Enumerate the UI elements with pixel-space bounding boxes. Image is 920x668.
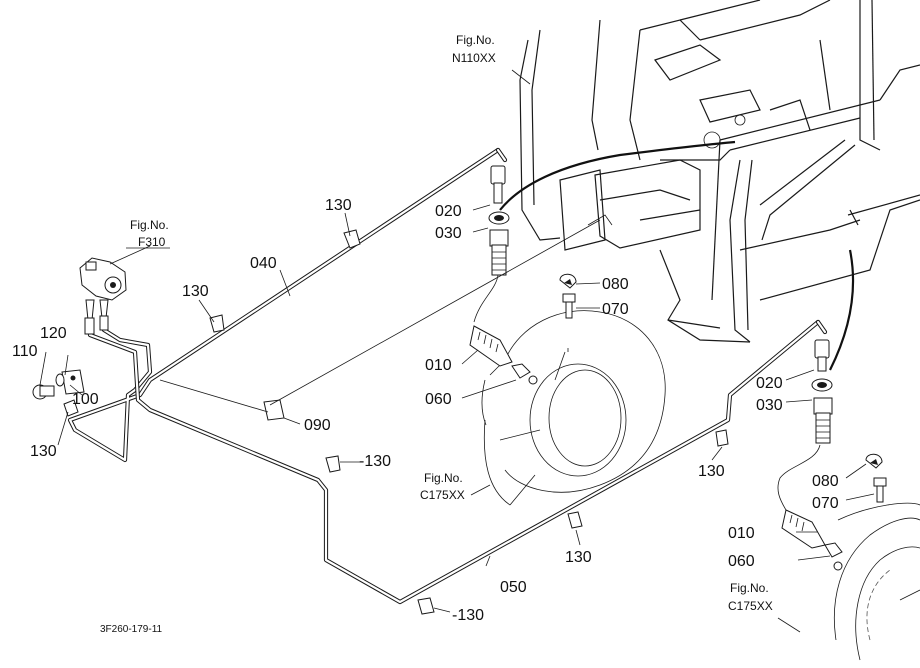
banjo-080-right — [865, 453, 883, 469]
drawing-code: 3F260-179-11 — [100, 624, 163, 635]
brake-hose-right — [829, 249, 855, 371]
brake-pipe-050 — [87, 319, 821, 605]
part-label-130-f: 130 — [565, 549, 592, 566]
fig-ref-c175xx-b-line2: C175XX — [728, 599, 773, 613]
fig-ref-c175xx-b-line1: Fig.No. — [730, 581, 769, 595]
part-label-130-e: 130 — [698, 463, 725, 480]
part-label-030-right: 030 — [756, 397, 783, 414]
brake-hose-left — [499, 140, 736, 211]
master-cylinder — [79, 257, 127, 335]
part-label-020-left: 020 — [435, 203, 462, 220]
part-label-060-left: 060 — [425, 391, 452, 408]
part-label-080-right: 080 — [812, 473, 839, 490]
part-label-130-d: -130 — [359, 453, 391, 470]
banjo-080-left — [559, 273, 577, 289]
fig-ref-n110xx-line1: Fig.No. — [456, 33, 495, 47]
fig-ref-f310-line2: F310 — [138, 235, 166, 249]
rear-tire-left — [481, 310, 666, 506]
part-label-060-right: 060 — [728, 553, 755, 570]
cylinder-010-left — [469, 325, 513, 367]
hose-end-right — [813, 397, 833, 444]
part-label-070-left: 070 — [602, 301, 629, 318]
rear-tire-right — [833, 502, 920, 661]
part-label-130-g: -130 — [452, 607, 484, 624]
part-label-030-left: 030 — [435, 225, 462, 242]
part-label-080-left: 080 — [602, 276, 629, 293]
bolt-070-right — [873, 477, 887, 503]
part-label-010-right: 010 — [728, 525, 755, 542]
part-label-070-right: 070 — [812, 495, 839, 512]
bolt-070-left — [562, 293, 576, 319]
part-label-130-b: 130 — [182, 283, 209, 300]
part-label-010-left: 010 — [425, 357, 452, 374]
fig-ref-f310-line1: Fig.No. — [130, 218, 169, 232]
union-020-right — [814, 339, 830, 372]
part-label-130-c: 130 — [30, 443, 57, 460]
hose-end-left — [489, 229, 509, 276]
part-label-020-right: 020 — [756, 375, 783, 392]
bleeder-060-left — [511, 363, 538, 385]
part-label-090: 090 — [304, 417, 331, 434]
bleeder-060-right — [824, 542, 843, 571]
washer-030-left — [488, 211, 510, 225]
part-label-130-a: 130 — [325, 197, 352, 214]
washer-030-right — [811, 378, 833, 392]
part-label-040: 040 — [250, 255, 277, 272]
clip-130 — [63, 229, 729, 615]
part-label-100: 100 — [72, 391, 99, 408]
washer-120 — [55, 373, 65, 387]
rops-frame — [519, 0, 920, 343]
fig-ref-n110xx-line2: N110XX — [452, 51, 496, 65]
fig-ref-c175xx-a-line1: Fig.No. — [424, 471, 463, 485]
bolt-110 — [32, 384, 55, 400]
cylinder-010-right — [781, 509, 826, 549]
part-label-120: 120 — [40, 325, 67, 342]
part-label-050: 050 — [500, 579, 527, 596]
bracket-100 — [61, 369, 85, 395]
union-020-left — [490, 165, 506, 204]
brake-pipe-040 — [67, 147, 501, 463]
fig-ref-c175xx-a-line2: C175XX — [420, 488, 465, 502]
part-label-110: 110 — [12, 343, 38, 360]
leader-lines — [39, 69, 875, 633]
